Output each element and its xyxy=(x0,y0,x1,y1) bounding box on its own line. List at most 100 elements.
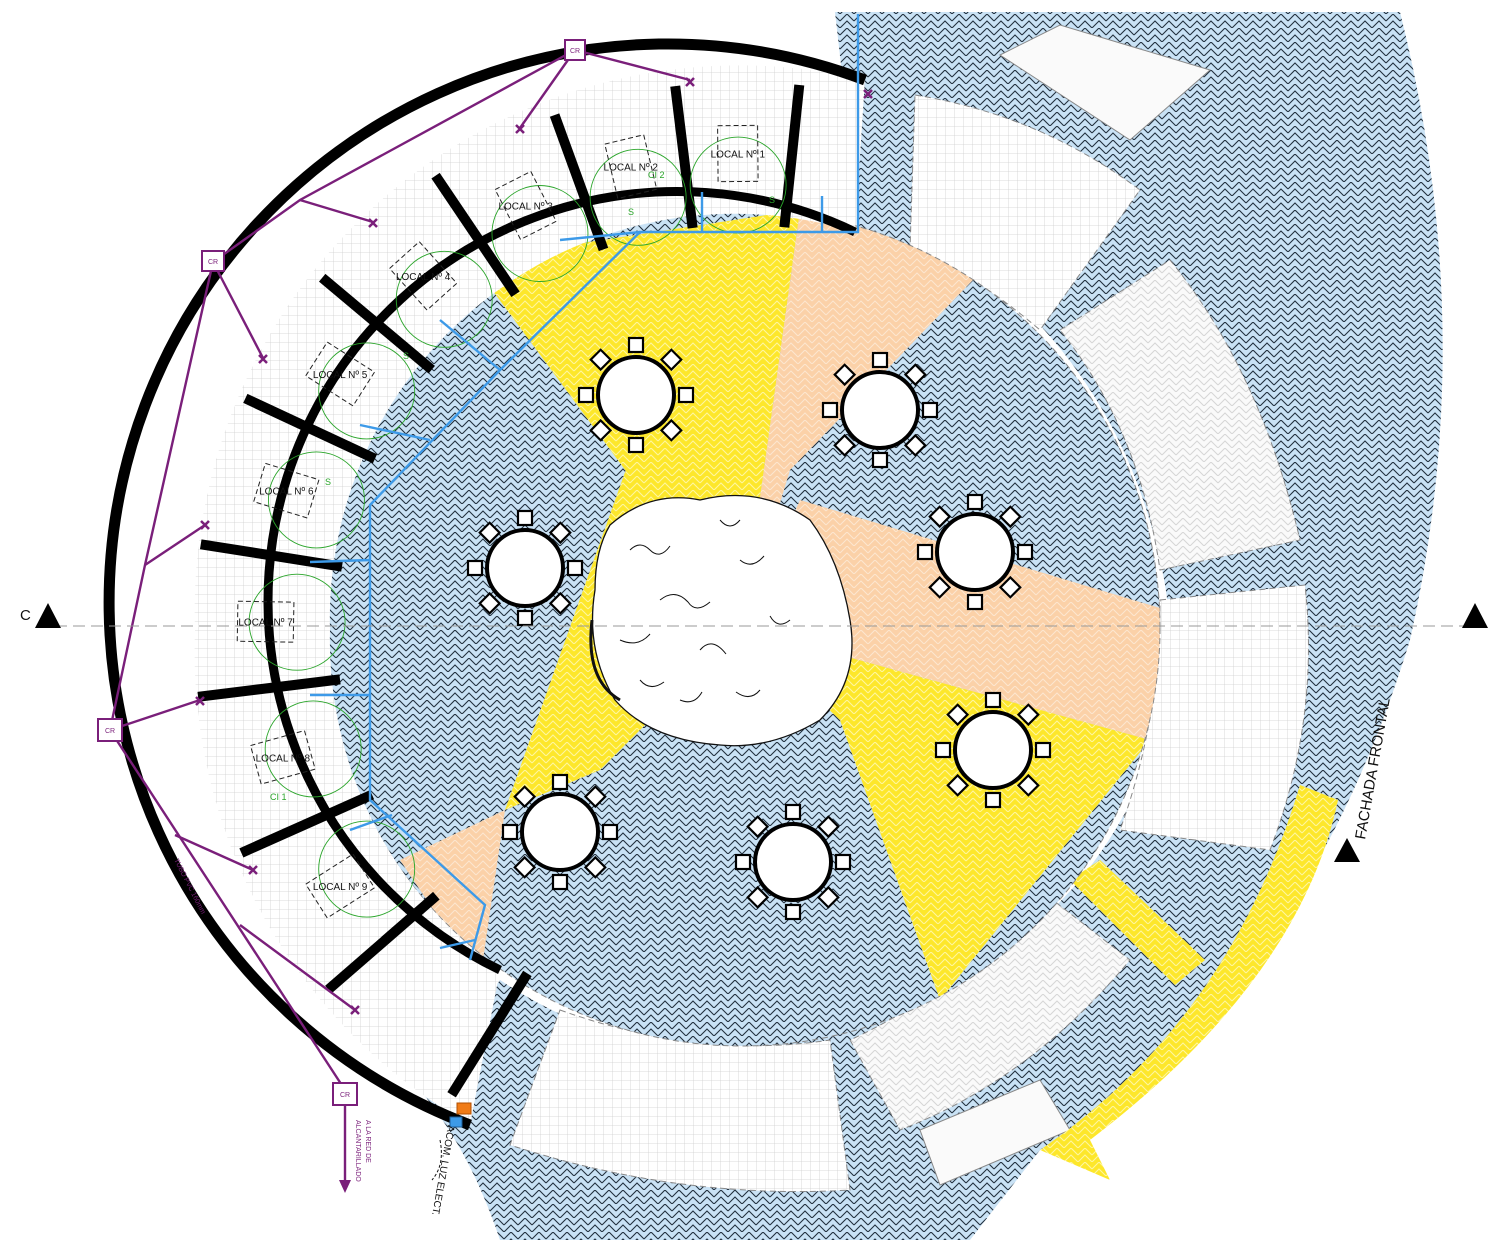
light-circuit xyxy=(267,451,365,549)
dining-table xyxy=(466,509,584,627)
access-path xyxy=(1070,860,1205,985)
pipe-label: TUBO PVC 160mm xyxy=(172,858,206,916)
shop-counter xyxy=(717,124,759,183)
sector-peach xyxy=(742,500,1160,740)
shop-counter xyxy=(236,600,295,643)
chair xyxy=(577,386,595,404)
section-arrow-right xyxy=(1462,603,1488,628)
sewer-label: A LA RED DE xyxy=(364,1120,371,1163)
dining-table xyxy=(501,773,619,891)
table-top xyxy=(520,792,600,872)
sector-yellow xyxy=(742,628,1150,1000)
chair xyxy=(833,363,857,387)
partition-wall xyxy=(325,891,440,994)
partition-wall xyxy=(779,84,805,228)
chair xyxy=(998,575,1022,599)
sector-peach xyxy=(742,210,1050,628)
partition-walls xyxy=(197,84,805,1098)
table-top xyxy=(485,528,565,608)
light-circuit xyxy=(248,573,346,671)
chair xyxy=(1034,741,1052,759)
chair xyxy=(921,401,939,419)
light-circuit xyxy=(491,185,589,282)
svg-text:CR: CR xyxy=(105,728,115,735)
partition-wall xyxy=(549,113,609,252)
light-circuit xyxy=(264,700,362,798)
chair xyxy=(934,741,952,759)
dining-table xyxy=(934,691,1052,809)
dining-table xyxy=(916,493,1034,611)
chair xyxy=(734,853,752,871)
tile-pad xyxy=(998,24,1212,141)
chair xyxy=(784,803,802,821)
shop-counter xyxy=(604,134,658,200)
chair xyxy=(551,873,569,891)
chair xyxy=(516,509,534,527)
dining-table xyxy=(577,336,695,454)
svg-text:CR: CR xyxy=(570,48,580,55)
chair xyxy=(478,521,502,545)
chair xyxy=(513,855,537,879)
chair xyxy=(589,348,613,372)
water-line xyxy=(309,14,860,961)
chair xyxy=(998,505,1022,529)
chair xyxy=(516,609,534,627)
shop-counter xyxy=(249,729,316,785)
chair xyxy=(746,815,770,839)
chair xyxy=(659,418,683,442)
inspection-chamber: CR xyxy=(332,1082,358,1106)
table-top xyxy=(953,710,1033,790)
chair xyxy=(677,386,695,404)
partition-wall xyxy=(243,393,378,464)
circuit-label: CI 1 xyxy=(270,792,287,802)
chair xyxy=(816,815,840,839)
chair xyxy=(566,559,584,577)
shop-label: LOCAL Nº 5 xyxy=(313,370,368,381)
chair xyxy=(871,451,889,469)
circuit-label: S xyxy=(628,207,634,217)
chair xyxy=(513,785,537,809)
chair xyxy=(928,505,952,529)
partition-wall xyxy=(239,790,375,858)
chair xyxy=(551,773,569,791)
facade-arrow xyxy=(1334,838,1360,862)
chair xyxy=(583,855,607,879)
chair xyxy=(966,593,984,611)
light-circuit xyxy=(395,250,493,348)
table-top xyxy=(753,822,833,902)
circuit-label: S xyxy=(769,195,775,205)
circuit-label: S xyxy=(403,351,409,361)
chair xyxy=(501,823,519,841)
chair xyxy=(1016,543,1034,561)
chair xyxy=(816,885,840,909)
svg-text:CR: CR xyxy=(340,1092,350,1099)
section-label: C xyxy=(20,607,31,624)
chair xyxy=(928,575,952,599)
inspection-chamber: CR xyxy=(564,39,586,61)
chair xyxy=(478,591,502,615)
sewer-label: ALCANTARILLADO xyxy=(354,1120,361,1182)
shop-label: LOCAL Nº 3 xyxy=(498,201,553,212)
shop-label: LOCAL Nº 2 xyxy=(604,163,659,174)
light-circuit xyxy=(589,148,687,246)
shop-counter xyxy=(388,240,458,311)
chair xyxy=(984,791,1002,809)
svg-text:CR: CR xyxy=(208,259,218,266)
inspection-chamber: CR xyxy=(97,718,123,742)
inspection-chamber: CR xyxy=(201,250,225,272)
tree-icon xyxy=(589,494,853,747)
sewer-network xyxy=(108,48,691,1185)
chair xyxy=(659,348,683,372)
shop-label: LOCAL Nº 9 xyxy=(313,882,368,893)
shop-label: LOCAL Nº 7 xyxy=(238,618,293,629)
sewer-marks xyxy=(195,77,873,1015)
chair xyxy=(834,853,852,871)
meter-box xyxy=(456,1102,472,1115)
light-circuit xyxy=(318,342,416,440)
partition-wall xyxy=(197,674,341,702)
chair xyxy=(466,559,484,577)
chair xyxy=(601,823,619,841)
dining-table xyxy=(734,803,852,921)
shop-label: LOCAL Nº 1 xyxy=(711,150,766,161)
